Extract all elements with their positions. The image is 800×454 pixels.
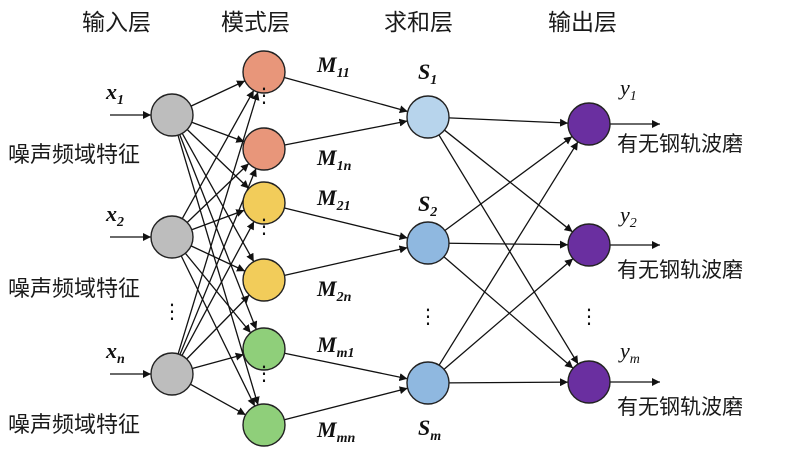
- input-node-0: [150, 93, 194, 137]
- pattern-label-2: M21: [316, 185, 351, 214]
- edge-in2-pat3: [186, 294, 250, 360]
- edge-in1-pat4: [184, 252, 252, 334]
- edge-sum1-out0: [444, 135, 573, 232]
- pattern-node-1: [242, 127, 286, 171]
- edge-in0-pat1: [191, 121, 245, 143]
- sum-node-2: [406, 361, 450, 405]
- output-node-0: [567, 102, 611, 146]
- sum-label-0: S1: [418, 59, 437, 88]
- input-node-1: [150, 215, 194, 259]
- output-node-2: [567, 360, 611, 404]
- output-text-1: 有无钢轨波磨: [617, 258, 743, 282]
- edge-in1-pat0: [181, 90, 255, 219]
- output-text-0: 有无钢轨波磨: [617, 132, 743, 156]
- pattern-label-5: Mmn: [316, 417, 355, 446]
- edge-pat3-sum1: [284, 245, 408, 277]
- ellipsis-5: ⋮: [579, 304, 599, 328]
- pattern-label-0: M11: [316, 52, 350, 81]
- pattern-label-4: Mm1: [316, 332, 354, 361]
- input-layer-title: 输入层: [82, 10, 151, 36]
- ellipsis-3: ⋮: [162, 299, 182, 323]
- edge-pat1-sum0: [284, 118, 408, 146]
- output-node-1: [567, 223, 611, 267]
- edge-pat4-sum2: [284, 352, 408, 382]
- pattern-layer-title: 模式层: [221, 10, 290, 36]
- edge-sum2-out0: [438, 141, 579, 366]
- edge-in1-pat1: [186, 163, 250, 223]
- output-var-label-0: y1: [618, 75, 637, 104]
- edge-pat2-sum1: [284, 207, 408, 241]
- edge-in2-pat5: [190, 383, 246, 416]
- output-var-label-1: y2: [618, 202, 637, 231]
- input-var-label-1: x2: [105, 201, 124, 230]
- pattern-label-1: M1n: [316, 145, 352, 174]
- edge-sum2-out2: [448, 378, 569, 387]
- pattern-node-0: [242, 50, 286, 94]
- edge-sum0-out0: [448, 117, 569, 127]
- edge-sum1-out2: [443, 256, 574, 369]
- edge-in1-pat5: [180, 255, 256, 407]
- edge-pat0-sum0: [284, 76, 408, 114]
- sum-layer-title: 求和层: [384, 10, 453, 36]
- input-var-label-0: x1: [105, 79, 124, 108]
- edge-in1-pat2: [191, 209, 245, 231]
- feature-label-1: 噪声频域特征: [8, 277, 140, 302]
- edge-sum0-out2: [438, 134, 579, 365]
- ellipsis-0: ⋮: [254, 83, 274, 107]
- input-var-label-2: xn: [105, 338, 125, 367]
- sum-node-0: [406, 95, 450, 139]
- edge-sum1-out1: [448, 240, 569, 249]
- pattern-node-2: [242, 181, 286, 225]
- output-text-2: 有无钢轨波磨: [617, 395, 743, 419]
- pattern-node-4: [242, 327, 286, 371]
- edge-in0-pat2: [186, 129, 250, 189]
- ellipsis-2: ⋮: [254, 361, 274, 385]
- sum-label-2: Sm: [418, 415, 441, 444]
- feature-label-2: 噪声频域特征: [8, 413, 140, 438]
- pattern-node-3: [242, 258, 286, 302]
- edge-in2-pat4: [192, 352, 244, 370]
- edge-pat5-sum2: [284, 386, 408, 421]
- edge-in2-pat0: [177, 91, 260, 355]
- edge-in1-pat3: [190, 245, 246, 272]
- ellipsis-4: ⋮: [418, 304, 438, 328]
- edge-sum2-out1: [443, 258, 574, 370]
- edge-sum0-out1: [444, 129, 573, 233]
- feature-label-0: 噪声频域特征: [8, 143, 140, 168]
- sum-label-1: S2: [418, 191, 437, 220]
- nodes: [150, 50, 611, 447]
- input-node-2: [150, 352, 194, 396]
- pattern-label-3: M2n: [316, 276, 352, 305]
- ellipsis-1: ⋮: [254, 214, 274, 238]
- output-var-label-2: ym: [618, 338, 640, 367]
- sum-node-1: [406, 221, 450, 265]
- output-layer-title: 输出层: [548, 10, 617, 36]
- pattern-node-5: [242, 403, 286, 447]
- edge-in0-pat5: [177, 134, 260, 406]
- edge-in0-pat3: [181, 133, 255, 262]
- edge-in2-pat2: [181, 221, 255, 356]
- edge-in0-pat0: [190, 80, 246, 107]
